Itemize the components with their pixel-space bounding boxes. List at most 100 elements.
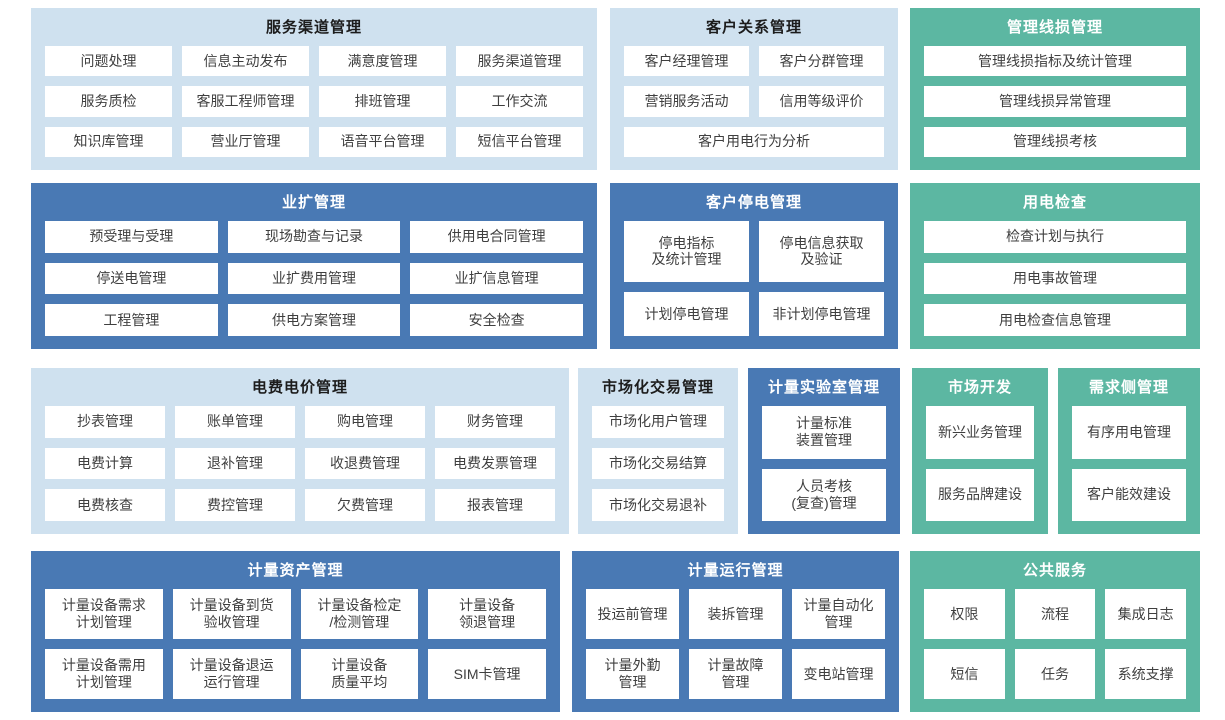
panel-body-customer-relation: 客户经理管理客户分群管理营销服务活动信用等级评价客户用电行为分析 [610, 44, 898, 170]
module-item: 管理线损异常管理 [924, 86, 1186, 117]
module-item: 购电管理 [305, 406, 425, 438]
module-item: 用电事故管理 [924, 262, 1186, 295]
panel-metering-operation: 计量运行管理投运前管理装拆管理计量自动化 管理计量外勤 管理计量故障 管理变电站… [572, 551, 899, 712]
panel-body-line-loss: 管理线损指标及统计管理管理线损异常管理管理线损考核 [910, 44, 1200, 170]
module-item: 市场化交易退补 [592, 489, 724, 521]
panel-title-service-channel: 服务渠道管理 [265, 18, 362, 36]
panel-market-trade: 市场化交易管理市场化用户管理市场化交易结算市场化交易退补 [578, 368, 738, 534]
panel-billing-pricing: 电费电价管理抄表管理账单管理购电管理财务管理电费计算退补管理收退费管理电费发票管… [31, 368, 569, 534]
panel-title-metering-asset: 计量资产管理 [247, 561, 344, 579]
module-item: 计划停电管理 [624, 291, 749, 336]
module-item: 停电信息获取 及验证 [759, 221, 884, 282]
module-item: 业扩信息管理 [410, 262, 583, 295]
module-item: 欠费管理 [305, 489, 425, 521]
panel-power-inspection: 用电检查检查计划与执行用电事故管理用电检查信息管理 [910, 183, 1200, 349]
panel-title-power-inspection: 用电检查 [1022, 193, 1087, 211]
module-item: 流程 [1014, 589, 1096, 639]
module-item: 非计划停电管理 [759, 291, 884, 336]
module-item: 装拆管理 [689, 589, 782, 639]
panel-public-service: 公共服务权限流程集成日志短信任务系统支撑 [910, 551, 1200, 712]
module-item: 集成日志 [1105, 589, 1186, 639]
module-item: 计量设备检定 /检测管理 [300, 589, 419, 639]
panel-body-market-trade: 市场化用户管理市场化交易结算市场化交易退补 [578, 404, 738, 534]
module-item: 安全检查 [410, 304, 583, 336]
module-item: 系统支撑 [1105, 649, 1186, 699]
module-item: 营业厅管理 [182, 126, 309, 157]
module-item: 费控管理 [175, 489, 295, 521]
module-item: 供用电合同管理 [410, 221, 583, 253]
module-item: 任务 [1014, 649, 1096, 699]
panel-title-metering-operation: 计量运行管理 [687, 561, 784, 579]
module-item: 收退费管理 [305, 447, 425, 480]
module-item: 市场化交易结算 [592, 447, 724, 480]
module-item: 人员考核 (复查)管理 [762, 468, 886, 521]
panel-title-public-service: 公共服务 [1022, 561, 1087, 579]
module-item: 账单管理 [175, 406, 295, 438]
panel-body-public-service: 权限流程集成日志短信任务系统支撑 [910, 587, 1200, 712]
module-item: 客户经理管理 [624, 46, 749, 77]
module-item: 停电指标 及统计管理 [624, 221, 749, 282]
module-item: 抄表管理 [45, 406, 165, 438]
panel-title-customer-outage: 客户停电管理 [705, 193, 802, 211]
module-item: 信用等级评价 [759, 86, 884, 117]
module-item: 用电检查信息管理 [924, 304, 1186, 336]
panel-metering-asset: 计量资产管理计量设备需求 计划管理计量设备到货 验收管理计量设备检定 /检测管理… [31, 551, 560, 712]
module-item: 投运前管理 [586, 589, 679, 639]
panel-title-billing-pricing: 电费电价管理 [251, 378, 348, 396]
panel-title-metering-lab: 计量实验室管理 [767, 378, 880, 396]
module-item: 问题处理 [45, 46, 172, 77]
module-item: 电费计算 [45, 447, 165, 480]
panel-title-demand-side: 需求侧管理 [1088, 378, 1169, 396]
module-item: 排班管理 [319, 86, 446, 117]
module-item: 退补管理 [175, 447, 295, 480]
module-item: 计量设备到货 验收管理 [172, 589, 291, 639]
module-item: 满意度管理 [319, 46, 446, 77]
module-item: 管理线损考核 [924, 126, 1186, 157]
module-item: 服务渠道管理 [456, 46, 583, 77]
panel-line-loss: 管理线损管理管理线损指标及统计管理管理线损异常管理管理线损考核 [910, 8, 1200, 170]
module-item: 计量设备 领退管理 [428, 589, 546, 639]
module-item: 新兴业务管理 [926, 406, 1034, 459]
panel-body-metering-asset: 计量设备需求 计划管理计量设备到货 验收管理计量设备检定 /检测管理计量设备 领… [31, 587, 560, 712]
module-item: 信息主动发布 [182, 46, 309, 77]
panel-business-expansion: 业扩管理预受理与受理现场勘查与记录供用电合同管理停送电管理业扩费用管理业扩信息管… [31, 183, 597, 349]
panel-title-customer-relation: 客户关系管理 [705, 18, 802, 36]
module-item: 计量设备需用 计划管理 [45, 649, 163, 699]
module-item: 权限 [924, 589, 1005, 639]
panel-metering-lab: 计量实验室管理计量标准 装置管理人员考核 (复查)管理 [748, 368, 900, 534]
module-item: 电费核查 [45, 489, 165, 521]
panel-service-channel: 服务渠道管理问题处理信息主动发布满意度管理服务渠道管理服务质检客服工程师管理排班… [31, 8, 597, 170]
panel-body-power-inspection: 检查计划与执行用电事故管理用电检查信息管理 [910, 219, 1200, 349]
module-item: 计量自动化 管理 [792, 589, 885, 639]
panel-title-business-expansion: 业扩管理 [281, 193, 346, 211]
module-item: 计量设备需求 计划管理 [45, 589, 163, 639]
module-item: 报表管理 [435, 489, 555, 521]
module-item: 管理线损指标及统计管理 [924, 46, 1186, 77]
module-item: 计量设备退运 运行管理 [172, 649, 291, 699]
panel-customer-outage: 客户停电管理停电指标 及统计管理停电信息获取 及验证计划停电管理非计划停电管理 [610, 183, 898, 349]
panel-body-business-expansion: 预受理与受理现场勘查与记录供用电合同管理停送电管理业扩费用管理业扩信息管理工程管… [31, 219, 597, 349]
module-item: 服务质检 [45, 86, 172, 117]
panel-body-billing-pricing: 抄表管理账单管理购电管理财务管理电费计算退补管理收退费管理电费发票管理电费核查费… [31, 404, 569, 534]
module-item: SIM卡管理 [428, 649, 546, 699]
module-item: 知识库管理 [45, 126, 172, 157]
module-item: 现场勘查与记录 [227, 221, 401, 253]
panel-body-customer-outage: 停电指标 及统计管理停电信息获取 及验证计划停电管理非计划停电管理 [610, 219, 898, 349]
module-item: 业扩费用管理 [227, 262, 401, 295]
module-item: 客户用电行为分析 [624, 126, 884, 157]
module-item: 停送电管理 [45, 262, 218, 295]
module-item: 财务管理 [435, 406, 555, 438]
module-item: 客户分群管理 [759, 46, 884, 77]
panel-title-market-development: 市场开发 [947, 378, 1012, 396]
module-item: 检查计划与执行 [924, 221, 1186, 253]
panel-demand-side: 需求侧管理有序用电管理客户能效建设 [1058, 368, 1200, 534]
panel-body-market-development: 新兴业务管理服务品牌建设 [912, 404, 1048, 534]
panel-title-line-loss: 管理线损管理 [1006, 18, 1103, 36]
module-item: 短信 [924, 649, 1005, 699]
module-item: 计量外勤 管理 [586, 649, 679, 699]
module-item: 工程管理 [45, 304, 218, 336]
module-item: 营销服务活动 [624, 86, 749, 117]
module-item: 服务品牌建设 [926, 468, 1034, 521]
module-item: 客服工程师管理 [182, 86, 309, 117]
